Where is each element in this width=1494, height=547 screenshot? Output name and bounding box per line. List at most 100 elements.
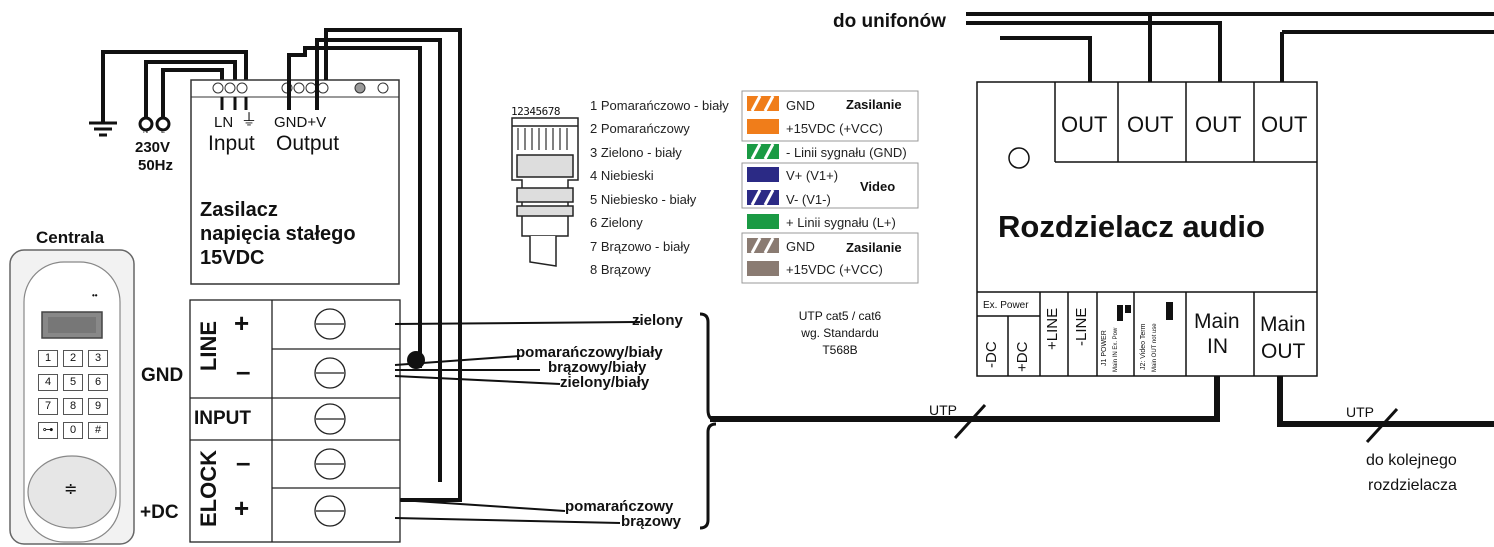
key[interactable]: 3 [88, 350, 108, 367]
wire-brazowy: brązowy [621, 513, 682, 530]
j2-label: J2: Video Term [1140, 323, 1147, 370]
pin-1: 1 Pomarańczowo - biały [590, 98, 729, 113]
terminal-block [189, 299, 401, 543]
swatch-6 [747, 214, 779, 229]
swatch-8 [747, 261, 779, 276]
pin-n-label: N [143, 128, 149, 135]
psu-output-label: Output [276, 132, 340, 155]
line-minus: – [236, 356, 251, 386]
func-2: +15VDC (+VCC) [786, 121, 883, 136]
psu-input-label: Input [208, 132, 255, 155]
group-power-2: Zasilanie [846, 240, 902, 255]
next-splitter-2: rozdzielacza [1368, 477, 1457, 494]
psu-input-pins-label: LN [214, 114, 234, 131]
pin-2: 2 Pomarańczowy [590, 121, 690, 136]
pin-l-label: L [161, 128, 165, 135]
j2-sub-label: Main OUT not use [1152, 323, 1158, 372]
psu-ground-symbol: ⏚ [241, 112, 258, 129]
wire-braz-bialy: brązowy/biały [548, 359, 647, 376]
key[interactable]: 9 [88, 398, 108, 415]
func-8: +15VDC (+VCC) [786, 262, 883, 277]
pin-4: 4 Niebieski [590, 168, 654, 183]
junction-node [407, 351, 425, 369]
do-unifonow-label: do unifonów [833, 11, 946, 32]
legend-group-boxes [741, 90, 919, 284]
next-splitter-1: do kolejnego [1366, 452, 1457, 469]
psu-box [190, 79, 400, 285]
minus-dc-label: -DC [983, 341, 1000, 368]
func-5: V- (V1-) [786, 192, 831, 207]
rj45-numbers: 12345678 [511, 105, 560, 118]
key[interactable]: 4 [38, 374, 58, 391]
out-2: OUT [1127, 112, 1174, 137]
ex-power-label: Ex. Power [983, 300, 1029, 311]
speaker-icon: ≑ [64, 481, 78, 498]
mains-voltage: 230V [135, 139, 171, 156]
key[interactable]: 6 [88, 374, 108, 391]
wire-pomaranczowy: pomarańczowy [565, 498, 674, 515]
key[interactable]: 5 [63, 374, 83, 391]
central-keypad: 1 2 3 4 5 6 7 8 9 ⊶ 0 # [38, 350, 108, 439]
wire-zielony: zielony [632, 312, 683, 329]
elock-minus: – [236, 447, 251, 477]
central-panel [9, 249, 135, 545]
mains-frequency: 50Hz [138, 157, 174, 174]
minus-line-label: -LINE [1073, 307, 1090, 346]
central-dots: •• [92, 291, 98, 300]
key[interactable]: # [88, 422, 108, 439]
psu-output-wires [287, 28, 462, 502]
key[interactable]: 8 [63, 398, 83, 415]
socket-l-icon [155, 116, 171, 132]
key[interactable]: 7 [38, 398, 58, 415]
func-6: + Linii sygnału (L+) [786, 215, 896, 230]
func-3: - Linii sygnału (GND) [786, 145, 907, 160]
pin-7: 7 Brązowo - biały [590, 239, 690, 254]
central-title: Centrala [36, 228, 105, 247]
plus-dc-label: +DC [1014, 341, 1031, 372]
splitter-title: Rozdzielacz audio [998, 209, 1265, 244]
psu-output-pins-label: GND+V [274, 114, 327, 131]
socket-n-icon [138, 116, 154, 132]
ground-icon [89, 121, 117, 137]
psu-title-1: Zasilacz [200, 199, 278, 221]
pin-8: 8 Brązowy [590, 262, 651, 277]
j1-sub-label: Main IN Ex. Pow [1113, 327, 1119, 372]
pin-3: 3 Zielono - biały [590, 145, 682, 160]
key[interactable]: 1 [38, 350, 58, 367]
mains-wires [101, 50, 248, 122]
main-out-label-2: OUT [1261, 340, 1306, 363]
signal-wires [394, 321, 641, 524]
out-3: OUT [1195, 112, 1242, 137]
rj45-pins [517, 128, 568, 150]
key-icon[interactable]: ⊶ [38, 422, 58, 439]
splitter-box [976, 81, 1318, 377]
key[interactable]: 0 [63, 422, 83, 439]
elock-plus: + [234, 493, 250, 523]
standard-2: wg. Standardu [801, 326, 879, 340]
wire-pom-bialy: pomarańczowy/biały [516, 344, 663, 361]
utp-cut-marks [953, 403, 1399, 444]
group-video: Video [860, 179, 896, 194]
color-swatches [747, 95, 779, 276]
j1-label: J1 POWER [1101, 330, 1108, 366]
standard-1: UTP cat5 / cat6 [798, 309, 882, 323]
standard-3: T568B [822, 343, 858, 357]
psu-title-3: 15VDC [200, 247, 265, 269]
key[interactable]: 2 [63, 350, 83, 367]
psu-input-pins [220, 97, 248, 110]
main-out-label-1: Main [1260, 313, 1306, 336]
main-in-label-1: Main [1194, 310, 1240, 333]
swatch-2 [747, 119, 779, 134]
input-label: INPUT [194, 408, 251, 429]
wire-ziel-bialy: zielony/biały [560, 374, 650, 391]
pin-5: 5 Niebiesko - biały [590, 192, 697, 207]
rj45-connector-icon [511, 117, 579, 267]
swatch-4 [747, 167, 779, 182]
main-in-label-2: IN [1207, 335, 1228, 358]
psu-title-2: napięcia stałego [200, 223, 356, 245]
utp-cables [710, 375, 1494, 427]
group-power-1: Zasilanie [846, 97, 902, 112]
line-label: LINE [196, 320, 221, 372]
out-1: OUT [1061, 112, 1108, 137]
